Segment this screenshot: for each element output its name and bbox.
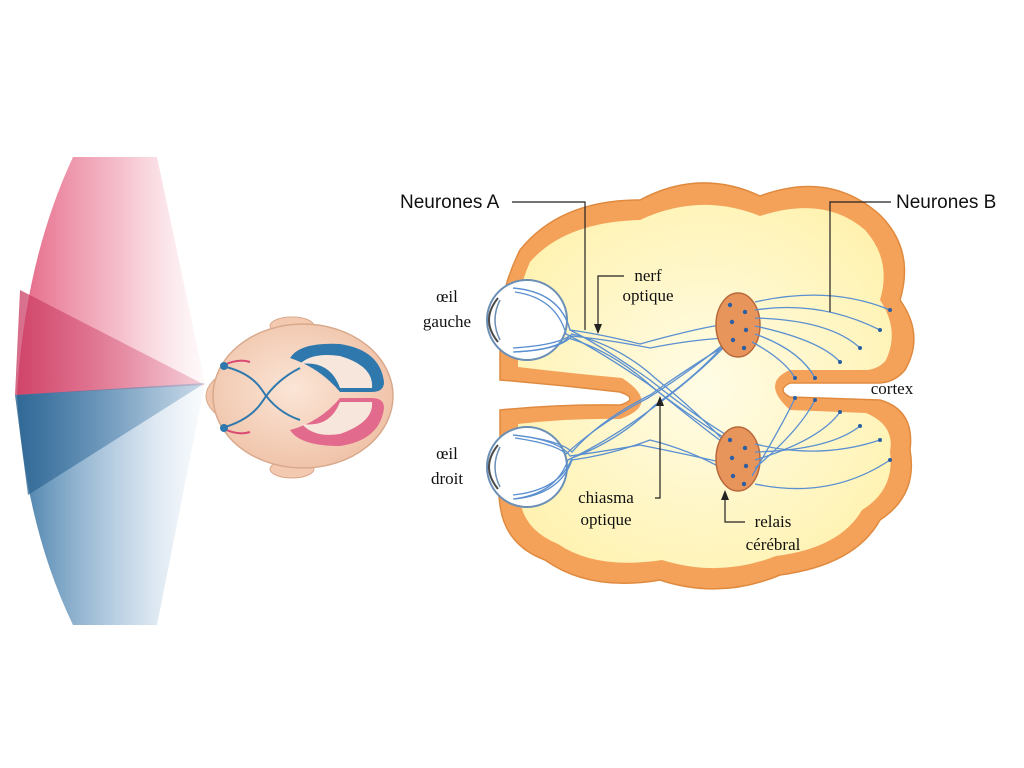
left-eye (486, 279, 568, 361)
relay-nucleus-bottom (715, 426, 761, 492)
left-field-overlap-band (15, 290, 205, 395)
nerf-optique-label-line2: optique (623, 286, 674, 305)
oeil-gauche-label-line1: œil (436, 287, 458, 306)
left-eye-small (220, 362, 228, 370)
brain-diagram: Neurones A Neurones B œil gauche œil dro… (400, 182, 996, 590)
neurones-a-label: Neurones A (400, 192, 500, 213)
nerf-optique-label-line1: nerf (634, 266, 662, 285)
right-eye (486, 426, 568, 508)
relay-neuron-dots (727, 302, 749, 487)
cortex-fibers (751, 294, 891, 490)
right-eye-small (220, 424, 228, 432)
relais-label-line1: relais (755, 512, 792, 531)
oeil-droit-label-line1: œil (436, 444, 458, 463)
optic-fibers (512, 287, 743, 500)
neurones-b-label: Neurones B (896, 192, 996, 213)
visual-field-illustration (15, 157, 205, 625)
chiasma-label-line2: optique (581, 510, 632, 529)
leader-lines (512, 201, 891, 523)
oeil-droit-label-line2: droit (431, 469, 463, 488)
neurones-b-leader (829, 201, 891, 312)
cortex-label: cortex (871, 379, 914, 398)
cortex-fiber-endings (793, 308, 892, 462)
head-outline (212, 323, 394, 469)
relay-nucleus-top (715, 292, 761, 358)
oeil-gauche-label-line2: gauche (423, 312, 471, 331)
right-hemisphere-inner (302, 402, 373, 435)
chiasma-label-line1: chiasma (578, 488, 634, 507)
relais-leader (724, 494, 745, 523)
left-hemisphere-inner (300, 355, 373, 388)
right-field-overlap-band (15, 383, 205, 495)
leader-arrowheads (594, 324, 729, 500)
neurones-a-leader (512, 201, 586, 330)
nerf-optique-leader (597, 275, 624, 328)
relais-label-line2: cérébral (746, 535, 801, 554)
chiasma-leader (655, 400, 661, 499)
head-top-view (205, 316, 394, 479)
